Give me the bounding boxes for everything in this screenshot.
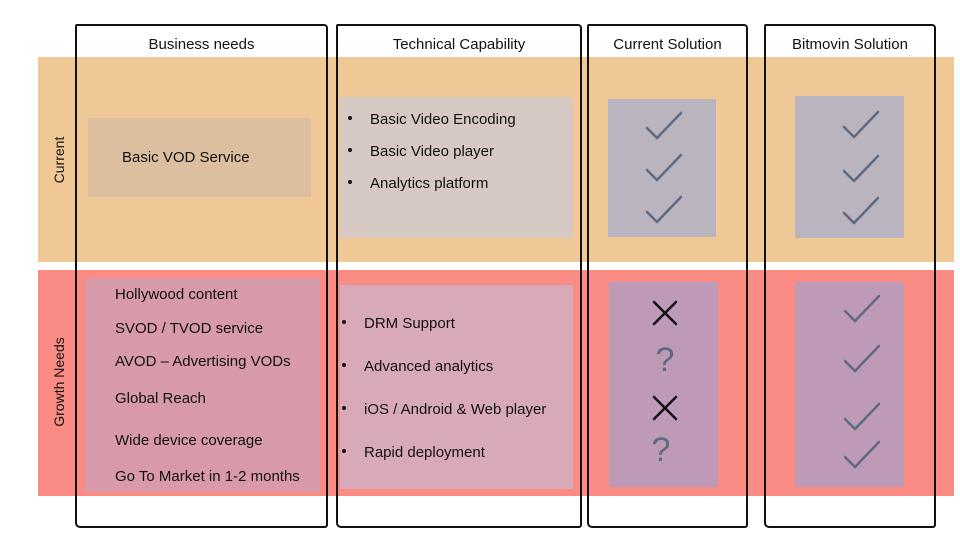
check-icon — [843, 402, 881, 431]
check-icon — [645, 153, 683, 182]
list-item: DRM Support — [342, 315, 455, 332]
bullet-icon — [348, 116, 352, 121]
list-item: Go To Market in 1-2 months — [115, 468, 300, 485]
header-current-solution: Current Solution — [613, 36, 722, 53]
bullet-icon — [342, 363, 346, 368]
bullet-icon — [342, 406, 346, 411]
bitmovin-solution-box-current — [795, 96, 904, 238]
row-label-current: Current — [51, 136, 67, 184]
bullet-icon — [342, 449, 346, 454]
header-technical-capability: Technical Capability — [392, 36, 526, 53]
check-icon — [645, 195, 683, 224]
business-need-box-growth: Hollywood content SVOD / TVOD service AV… — [85, 278, 320, 492]
list-item: Analytics platform — [348, 175, 488, 192]
check-icon — [843, 440, 881, 469]
check-icon — [645, 111, 683, 140]
list-item: Rapid deployment — [342, 444, 485, 461]
list-item: Wide device coverage — [115, 432, 263, 449]
header-bitmovin-solution: Bitmovin Solution — [792, 36, 908, 53]
bitmovin-solution-column — [764, 24, 936, 528]
bitmovin-solution-box-growth — [795, 282, 904, 487]
question-icon: ? — [655, 341, 675, 379]
header-business-needs: Business needs — [148, 36, 255, 53]
check-icon — [842, 154, 880, 183]
bullet-icon — [348, 180, 352, 185]
check-icon — [842, 110, 880, 139]
capability-box-growth: DRM Support Advanced analytics iOS / And… — [340, 285, 573, 489]
list-item: SVOD / TVOD service — [115, 320, 264, 337]
cross-icon — [652, 395, 678, 421]
business-needs-column — [75, 24, 328, 528]
bullet-icon — [348, 148, 352, 153]
list-item: iOS / Android & Web player — [342, 401, 546, 418]
list-item: Global Reach — [115, 390, 206, 407]
business-need-box-current: Basic VOD Service — [88, 118, 311, 197]
list-item: AVOD – Advertising VODs — [115, 353, 291, 370]
cross-icon — [652, 300, 678, 326]
list-item: Advanced analytics — [342, 358, 493, 375]
list-item: Hollywood content — [115, 286, 238, 303]
row-label-growth-needs: Growth Needs — [51, 337, 67, 427]
check-icon — [843, 294, 881, 323]
technical-capability-column — [336, 24, 582, 528]
current-solution-box-growth: ? ? — [609, 282, 718, 487]
current-solution-box-current — [608, 99, 716, 237]
check-icon — [843, 344, 881, 373]
capability-box-current: Basic Video Encoding Basic Video player … — [340, 97, 573, 238]
check-icon — [842, 196, 880, 225]
bullet-icon — [342, 320, 346, 325]
business-need-basic-vod: Basic VOD Service — [122, 149, 250, 166]
list-item: Basic Video player — [348, 143, 494, 160]
list-item: Basic Video Encoding — [348, 111, 516, 128]
current-solution-column — [587, 24, 748, 528]
question-icon: ? — [651, 431, 671, 469]
